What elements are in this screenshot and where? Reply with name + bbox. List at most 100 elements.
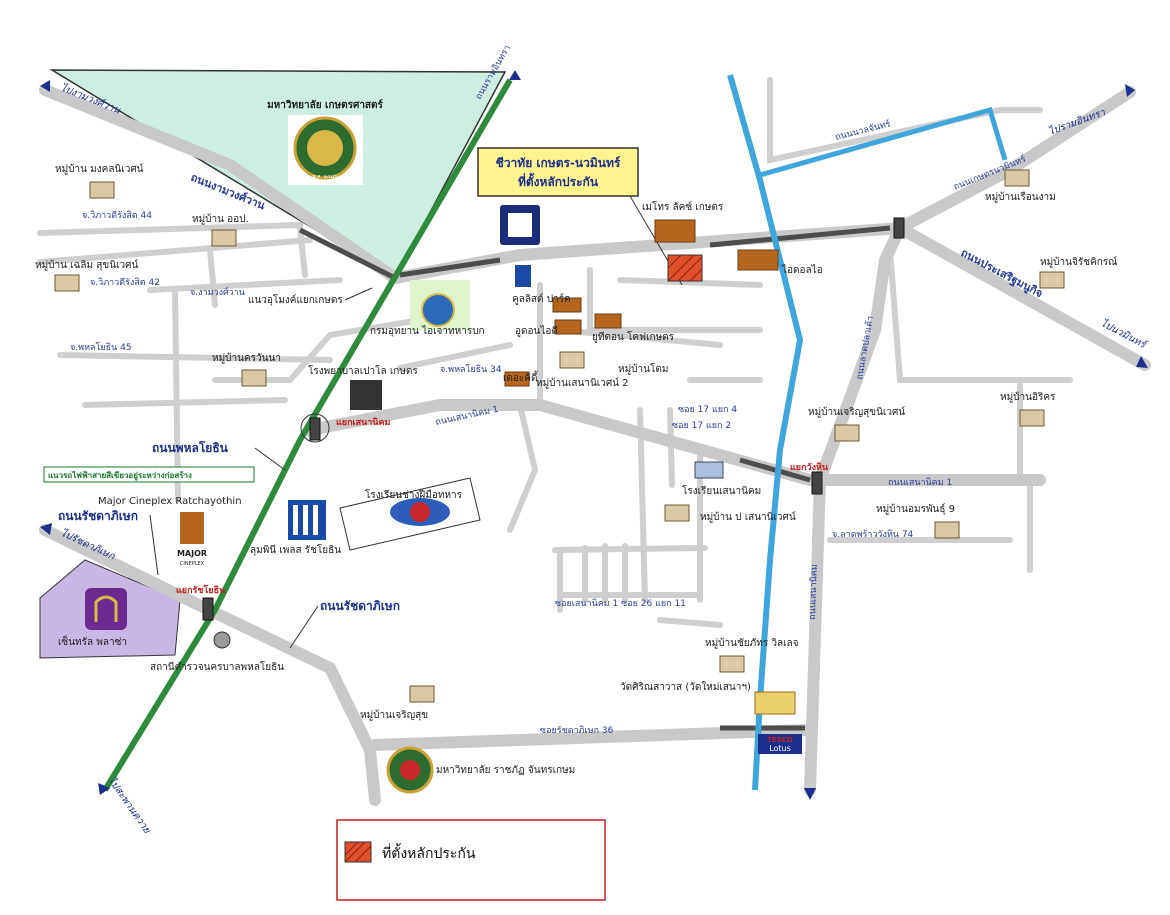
label-soi-phahon: จ.พหลโยธิน 45	[70, 342, 132, 353]
road-ratchada36	[369, 724, 816, 751]
building-icon	[737, 249, 779, 271]
label-major: Major Cineplex Ratchayothin	[98, 496, 242, 507]
svg-text:TESCO: TESCO	[767, 736, 793, 744]
house-icon	[1039, 271, 1065, 289]
svg-text:CINEPLEX: CINEPLEX	[180, 561, 205, 567]
hospital-icon	[350, 380, 382, 410]
police-icon	[213, 631, 231, 649]
skytrain-note-box	[43, 466, 255, 483]
label-yuutee: ยูทีดอน โคฟเกษตร	[592, 330, 675, 343]
label-village-op: หมู่บ้าน ออป.	[192, 213, 249, 225]
kasetsart-seal-icon: พ.ศ. ๒๔๘๖	[288, 115, 363, 185]
junction-circle	[300, 413, 330, 443]
label-junction-kaset: แนวอุโมงค์แยกเกษตร	[248, 293, 343, 306]
label-soi-ratchada36: ซอยรัชดาภิเษก 36	[540, 725, 614, 736]
label-idol: ไอดอลไอ	[781, 264, 823, 276]
building-icons	[504, 219, 779, 387]
institution-logo-icon	[500, 205, 540, 245]
building-icon	[594, 313, 622, 329]
label-soi-sena1: ซอยเสนานิคม 1 ซอย 26 แยก 11	[555, 598, 686, 609]
label-village-ruenngam: หมู่บ้านเรือนงาม	[985, 191, 1056, 203]
house-icon	[664, 504, 690, 522]
label-koolist: คูลลิสต์ ปาร์ค	[512, 293, 571, 305]
label-skytrain-note: แนวรถไฟฟ้าสายสีเขียวอยู่ระหว่างก่อสร้าง	[48, 470, 192, 481]
building-icon	[654, 219, 696, 243]
label-prisoners: กรมอุทยาน ไอเจาทหารบก	[370, 325, 485, 337]
traffic-light-icon	[309, 417, 321, 441]
label-metro: เมโทร ลัคซ์ เกษตร	[642, 200, 724, 213]
building-icon	[504, 371, 530, 387]
svg-text:MAJOR: MAJOR	[177, 549, 207, 558]
arrow-icon	[98, 783, 110, 795]
arrow-icon	[509, 70, 521, 80]
temple-icon	[754, 691, 796, 715]
label-dir-saphan: ไปสะพานควาย	[106, 775, 154, 837]
road-lat-pla-khao	[804, 222, 906, 796]
house-icon	[1004, 169, 1030, 187]
legend-label: ที่ตั้งหลักประกัน	[382, 843, 476, 862]
village-icons	[54, 169, 1065, 703]
minor-roads	[37, 77, 1073, 628]
central-logo-icon	[85, 588, 127, 630]
svg-text:ที่ตั้งหลักประกัน: ที่ตั้งหลักประกัน	[518, 172, 599, 189]
house-icon	[89, 181, 115, 199]
label-central: เซ็นทรัล พลาซ่า	[58, 634, 127, 648]
house-icon	[834, 424, 860, 442]
label-junction-ratchayothin: แยกรัชโยธิน	[176, 584, 226, 596]
hatch-pattern	[667, 254, 703, 282]
arrow-icon	[40, 523, 52, 535]
railway	[298, 225, 891, 731]
house-icon	[409, 685, 435, 703]
road-prasert	[894, 222, 1151, 371]
traffic-light-icon	[811, 471, 823, 495]
house-icon	[719, 655, 745, 673]
label-village-charoen: หมู่บ้านเจริญสุขนิเวศน์	[808, 406, 905, 418]
label-village-psena: หมู่บ้าน ป เสนานิเวศน์	[700, 511, 796, 523]
arrow-icon	[804, 788, 816, 800]
label-wat: วัดศิริณสาวาส (วัดใหม่เสนาฯ)	[620, 681, 751, 693]
label-soi-lat74: จ.ลาดพร้าววังหิน 74	[832, 529, 914, 540]
label-village-charoensuk: หมู่บ้านเจริญสุข	[360, 709, 428, 721]
canal-branch	[759, 106, 1008, 178]
tower-icon	[515, 265, 531, 287]
label-junction-bangkhen: แยกเสนานิคม	[336, 417, 390, 428]
label-soi17a: ซอย 17 แยก 4	[678, 405, 737, 415]
label-road-senanikhom2: ถนนเสนานิคม 1	[888, 477, 952, 488]
legend: ที่ตั้งหลักประกัน	[336, 819, 606, 901]
school-icon	[694, 461, 724, 479]
label-village-sena2: หมู่บ้านเสนานิเวศน์ 2	[536, 377, 629, 389]
svg-text:ชีวาทัย เกษตร-นวมินทร์: ชีวาทัย เกษตร-นวมินทร์	[496, 156, 621, 170]
traffic-lights	[202, 217, 905, 621]
arrow-icon	[40, 80, 50, 92]
kasetsart-campus-area	[49, 69, 507, 280]
target-location-marker[interactable]	[667, 254, 703, 282]
ratchada2-pointer	[289, 605, 319, 649]
label-soi-vibhavadi42: จ.วิภาวดีรังสิต 42	[90, 277, 160, 288]
phahon-pointer	[254, 447, 286, 471]
traffic-light-icon	[893, 217, 905, 239]
label-school-sena: โรงเรียนเสนานิคม	[682, 484, 761, 497]
label-soi-ngam: จ.งามวงศ์วาน	[190, 286, 245, 298]
house-icon	[1019, 409, 1045, 427]
label-road-setthasiri: ถนนเสนานิคม	[807, 564, 820, 620]
label-police: สถานีตำรวจนครบาลพหลโยธิน	[150, 660, 284, 673]
condo-logo-icon	[288, 500, 326, 540]
road-ngamwongwan	[39, 84, 401, 284]
building-icon	[552, 297, 582, 313]
road-ratchada	[39, 524, 381, 806]
label-village-tom: หมู่บ้านโตม	[618, 362, 668, 375]
direction-arrows	[40, 70, 1148, 800]
label-soi-vibhavadi44: จ.วิภาวดีรังสิต 44	[82, 210, 152, 221]
label-soi17b: ซอย 17 แยก 2	[672, 421, 731, 431]
label-tech-school: โรงเรียนช่างฝีมือทหาร	[365, 488, 463, 501]
label-road-phahon: ถนนพหลโยธิน	[152, 440, 229, 455]
label-theakhadi: เดอะคิดี้	[503, 370, 539, 384]
label-village-krawanna: หมู่บ้านครวันนา	[212, 352, 281, 364]
kaset-pointer	[344, 287, 373, 301]
rajabhat-seal-icon	[386, 746, 434, 794]
callout-box[interactable]: ชีวาทัย เกษตร-นวมินทร์ ที่ตั้งหลักประกัน	[477, 147, 639, 197]
label-village-jirat: หมู่บ้านจิรัชคิกรณ์	[1040, 256, 1117, 268]
svg-text:Lotus: Lotus	[769, 744, 791, 753]
